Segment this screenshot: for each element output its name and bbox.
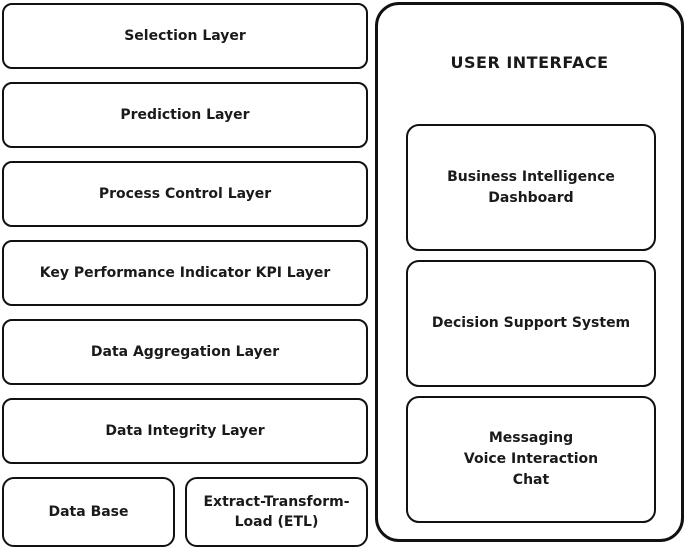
bi-dashboard-box: Business Intelligence Dashboard bbox=[406, 124, 656, 251]
user-interface-boxes: Business Intelligence Dashboard Decision… bbox=[406, 124, 656, 523]
layer-label: Data Aggregation Layer bbox=[90, 343, 280, 360]
messaging-label: Messaging Voice Interaction Chat bbox=[463, 430, 599, 488]
decision-support-label: Decision Support System bbox=[431, 315, 631, 331]
decision-support-box: Decision Support System bbox=[406, 260, 656, 387]
bi-dashboard-label: Business Intelligence Dashboard bbox=[447, 168, 615, 206]
layer-box-selection: Selection Layer bbox=[2, 3, 368, 69]
messaging-box: Messaging Voice Interaction Chat bbox=[406, 396, 656, 523]
layer-stack: Selection Layer Prediction Layer Process… bbox=[2, 3, 368, 547]
layer-box-data-aggregation: Data Aggregation Layer bbox=[2, 319, 368, 385]
layer-label: Key Performance Indicator KPI Layer bbox=[39, 264, 331, 281]
layer-label: Data Integrity Layer bbox=[105, 422, 265, 439]
layer-box-prediction: Prediction Layer bbox=[2, 82, 368, 148]
bottom-row: Data Base Extract-Transform- Load (ETL) bbox=[2, 477, 368, 547]
layer-box-kpi: Key Performance Indicator KPI Layer bbox=[2, 240, 368, 306]
database-box: Data Base bbox=[2, 477, 175, 547]
etl-label: Extract-Transform- Load (ETL) bbox=[203, 493, 350, 530]
layer-box-process-control: Process Control Layer bbox=[2, 161, 368, 227]
layer-label: Selection Layer bbox=[124, 27, 246, 44]
user-interface-panel: USER INTERFACE Business Intelligence Das… bbox=[375, 2, 684, 542]
layer-label: Prediction Layer bbox=[120, 106, 250, 123]
layer-label: Process Control Layer bbox=[98, 185, 272, 202]
database-label: Data Base bbox=[48, 503, 129, 520]
user-interface-title: USER INTERFACE bbox=[450, 53, 609, 72]
layer-box-data-integrity: Data Integrity Layer bbox=[2, 398, 368, 464]
etl-box: Extract-Transform- Load (ETL) bbox=[185, 477, 368, 547]
